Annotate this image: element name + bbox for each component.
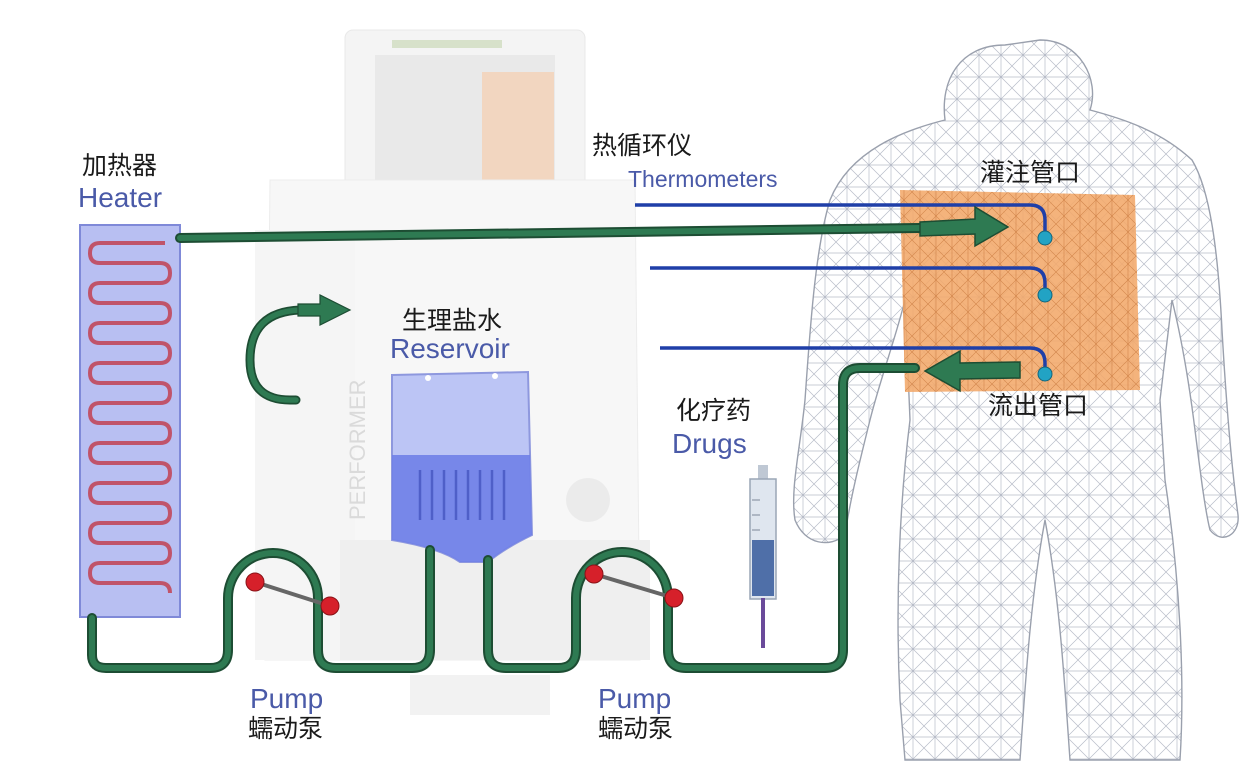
probe-tips bbox=[1037, 230, 1053, 382]
pump-rotor-icon bbox=[245, 572, 340, 616]
drugs-label-cn: 化疗药 bbox=[676, 396, 752, 425]
thermo-label-en: Thermometers bbox=[628, 166, 778, 192]
heater-coil-icon bbox=[79, 224, 181, 618]
heater-label-en: Heater bbox=[78, 182, 163, 213]
reservoir-label-cn: 生理盐水 bbox=[402, 306, 503, 335]
drugs-label-en: Drugs bbox=[672, 428, 747, 459]
heater-label-cn: 加热器 bbox=[82, 151, 158, 180]
outflow-label-cn: 流出管口 bbox=[988, 391, 1089, 420]
inflow-label-cn: 灌注管口 bbox=[980, 158, 1081, 187]
arrow-right-icon bbox=[919, 205, 1010, 248]
pump2-label-cn: 蠕动泵 bbox=[598, 714, 674, 743]
arrow-right-icon bbox=[297, 294, 352, 326]
pump1-label-en: Pump bbox=[250, 683, 324, 714]
svg-text:PERFORMER: PERFORMER bbox=[345, 379, 370, 520]
thermo-label-cn: 热循环仪 bbox=[592, 131, 693, 160]
reservoir-bag-icon bbox=[391, 370, 534, 563]
pump2-label-en: Pump bbox=[598, 683, 672, 714]
syringe-icon bbox=[749, 465, 777, 648]
flow-arrows bbox=[297, 205, 1021, 393]
circuit-tubing bbox=[87, 223, 925, 673]
pump1-label-cn: 蠕动泵 bbox=[248, 714, 324, 743]
reservoir-label-en: Reservoir bbox=[390, 333, 510, 364]
pump-rotor-icon bbox=[584, 564, 684, 608]
human-body-mesh-icon bbox=[792, 39, 1239, 761]
arrow-left-icon bbox=[923, 349, 1021, 393]
thermometer-probes bbox=[635, 203, 1047, 372]
